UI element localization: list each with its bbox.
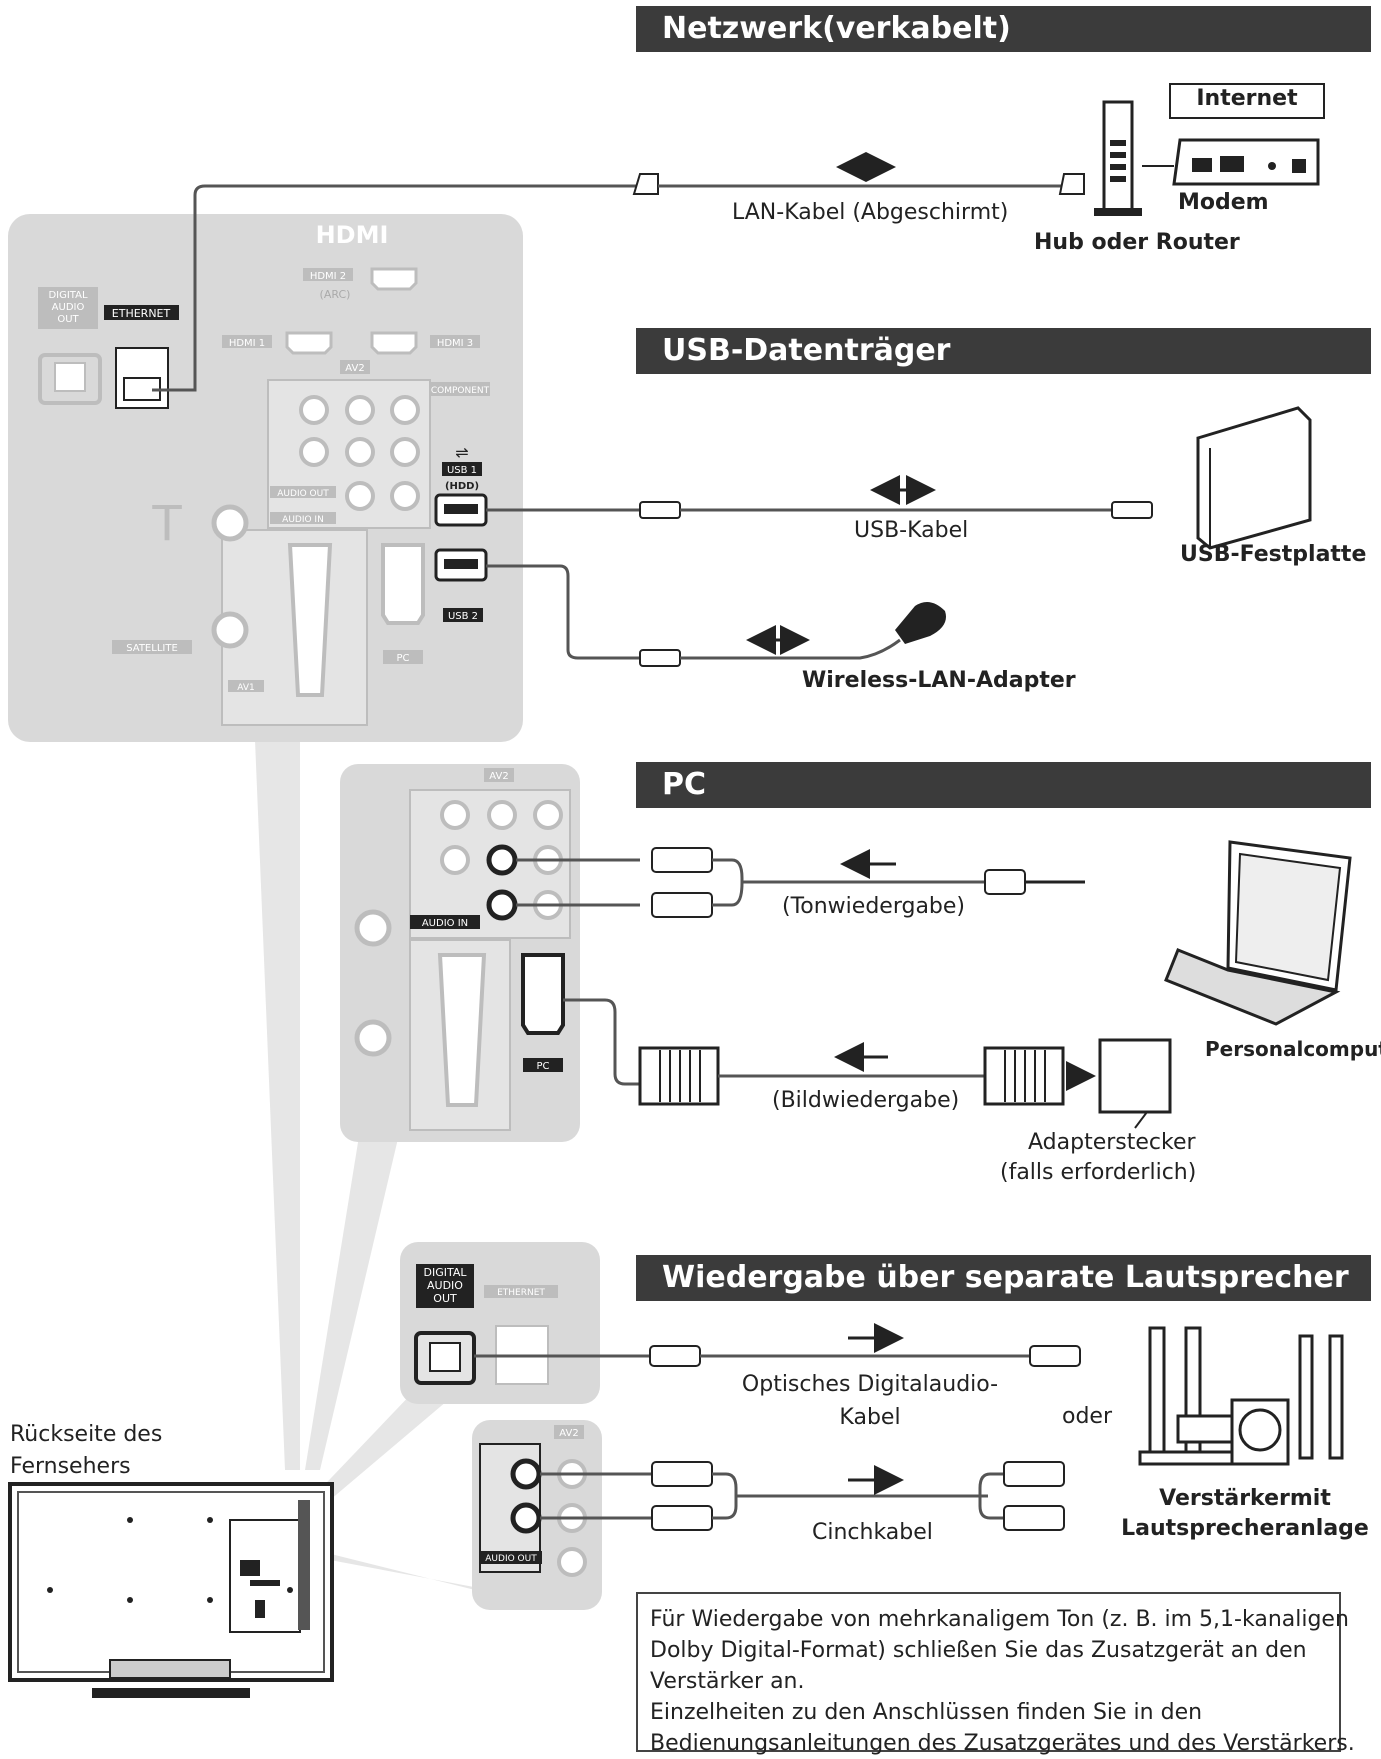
rca-jacks-av2 <box>299 395 420 511</box>
hdmi-logo: HDMI <box>316 221 389 249</box>
usb2-label: USB 2 <box>448 611 478 622</box>
usb-hdd-label: USB-Festplatte <box>1180 542 1367 567</box>
svg-text:AUDIO IN: AUDIO IN <box>422 918 468 929</box>
note-line: Verstärker an. <box>650 1669 805 1694</box>
ethernet-tag <box>104 305 179 320</box>
usb-icon: ⇌ <box>455 443 468 462</box>
oder-label: oder <box>1062 1404 1113 1429</box>
adapter-plug <box>1098 1038 1172 1114</box>
internet-label: Internet <box>1196 86 1298 111</box>
lan-plug-left <box>632 173 659 195</box>
section-header-usb: USB-Datenträger <box>636 328 1371 374</box>
modem-icon <box>1172 138 1320 186</box>
svg-text:AV2: AV2 <box>489 771 508 782</box>
hdmi3-port <box>370 331 418 355</box>
svg-text:AV1: AV1 <box>237 683 254 693</box>
cinch-cable-label: Cinchkabel <box>812 1520 933 1545</box>
video-playback-label: (Bildwiedergabe) <box>772 1088 960 1113</box>
note-line: Für Wiedergabe von mehrkanaligem Ton (z.… <box>650 1607 1349 1632</box>
svg-text:ETHERNET: ETHERNET <box>497 1288 545 1298</box>
usb1-label: USB 1 <box>447 465 477 476</box>
svg-text:PC: PC <box>396 653 409 664</box>
section-header-pc: PC <box>636 762 1371 808</box>
usb-plug-right <box>1111 501 1153 519</box>
amp-label-1: Verstärkermit <box>1159 1486 1331 1511</box>
hdmi1-port <box>285 331 333 355</box>
satellite-label: SATELLITE <box>126 643 178 654</box>
optical-cable-label-2: Kabel <box>839 1405 901 1430</box>
wlan-adapter-icon <box>895 602 946 644</box>
digital-audio-out-tag <box>38 287 98 329</box>
wlan-adapter-label: Wireless-LAN-Adapter <box>802 668 1076 693</box>
usb-hdd-icon <box>1196 406 1312 550</box>
zoom-funnel-1 <box>255 740 300 1470</box>
svg-text:DIGITAL: DIGITAL <box>423 1266 467 1279</box>
svg-text:AUDIO IN: AUDIO IN <box>282 515 324 525</box>
note-line: Einzelheiten zu den Anschlüssen finden S… <box>650 1700 1203 1725</box>
hdmi3-tag <box>430 335 480 348</box>
svg-text:AV2: AV2 <box>559 1428 578 1439</box>
mini-jack-plug <box>984 869 1026 895</box>
usb-plug-left <box>639 501 681 519</box>
rca-plug-r <box>651 892 713 918</box>
av2-label: AV2 <box>345 363 364 374</box>
pc-audio-jacks <box>486 844 518 921</box>
modem-label: Modem <box>1178 190 1269 215</box>
svg-text:PC: PC <box>536 1061 549 1072</box>
ethernet-label: ETHERNET <box>112 307 171 320</box>
note-line: Bedienungsanleitungen des Zusatzgerätes … <box>650 1731 1355 1756</box>
note-line: Dolby Digital-Format) schließen Sie das … <box>650 1638 1307 1663</box>
wlan-cable-tv <box>486 564 640 660</box>
adapter-label-2: (falls erforderlich) <box>1000 1160 1197 1185</box>
lan-cable-tv <box>152 184 640 392</box>
hdmi1-label: HDMI 1 <box>229 338 265 349</box>
arc-label: (ARC) <box>320 288 351 301</box>
svg-text:AUDIO OUT: AUDIO OUT <box>485 1554 537 1564</box>
hdmi2-tag <box>303 268 353 281</box>
rca-plug-l <box>651 847 713 873</box>
section-header-network: Netzwerk(verkabelt) <box>636 6 1371 52</box>
svg-text:AUDIO: AUDIO <box>427 1279 463 1292</box>
hdd-label: (HDD) <box>445 481 479 492</box>
hdmi3-label: HDMI 3 <box>437 338 473 349</box>
scart-port <box>287 543 333 697</box>
antenna-icon: T <box>151 496 182 552</box>
hub-router-label: Hub oder Router <box>1034 230 1240 255</box>
adapter-label-1: Adapterstecker <box>1028 1130 1196 1155</box>
vga-port <box>381 543 425 625</box>
hdmi1-tag <box>222 335 272 348</box>
speaker-system-icon <box>1138 1326 1344 1466</box>
section-header-speakers: Wiedergabe über separate Lautsprecher <box>636 1255 1371 1301</box>
antenna-port <box>211 504 249 542</box>
wlan-plug <box>639 649 681 667</box>
zoom-funnel-2 <box>305 1130 400 1470</box>
usb-cable-label: USB-Kabel <box>854 518 969 543</box>
satellite-port <box>211 611 249 649</box>
tv-back-label-1: Rückseite des <box>10 1422 163 1447</box>
svg-text:OUT: OUT <box>433 1292 457 1305</box>
svg-text:DIGITAL: DIGITAL <box>48 290 88 301</box>
note-box: Für Wiedergabe von mehrkanaligem Ton (z.… <box>636 1592 1355 1756</box>
pc-vga-port <box>521 953 565 1035</box>
hdmi2-label: HDMI 2 <box>310 271 346 282</box>
component-label: COMPONENT <box>431 386 490 396</box>
svg-text:OUT: OUT <box>57 314 79 325</box>
svg-text:AUDIO OUT: AUDIO OUT <box>277 489 329 499</box>
lan-plug-right <box>1058 173 1085 195</box>
optical-cable-label-1: Optisches Digitalaudio- <box>741 1372 999 1397</box>
tv-stand <box>92 1688 250 1698</box>
audio-playback-label: (Tonwiedergabe) <box>782 894 966 919</box>
amp-label-2: Lautsprecheranlage <box>1121 1516 1369 1541</box>
svg-text:AUDIO: AUDIO <box>52 302 85 313</box>
internet-box <box>1169 83 1325 119</box>
zoom-funnel-3 <box>310 1390 460 1500</box>
lan-cable-label: LAN-Kabel (Abgeschirmt) <box>732 200 1009 225</box>
zoom-funnel-4 <box>315 1550 490 1590</box>
hdmi2-port <box>370 267 418 291</box>
personal-computer-label: Personalcomputer <box>1205 1037 1381 1061</box>
tv-back-label-2: Fernsehers <box>10 1454 131 1479</box>
